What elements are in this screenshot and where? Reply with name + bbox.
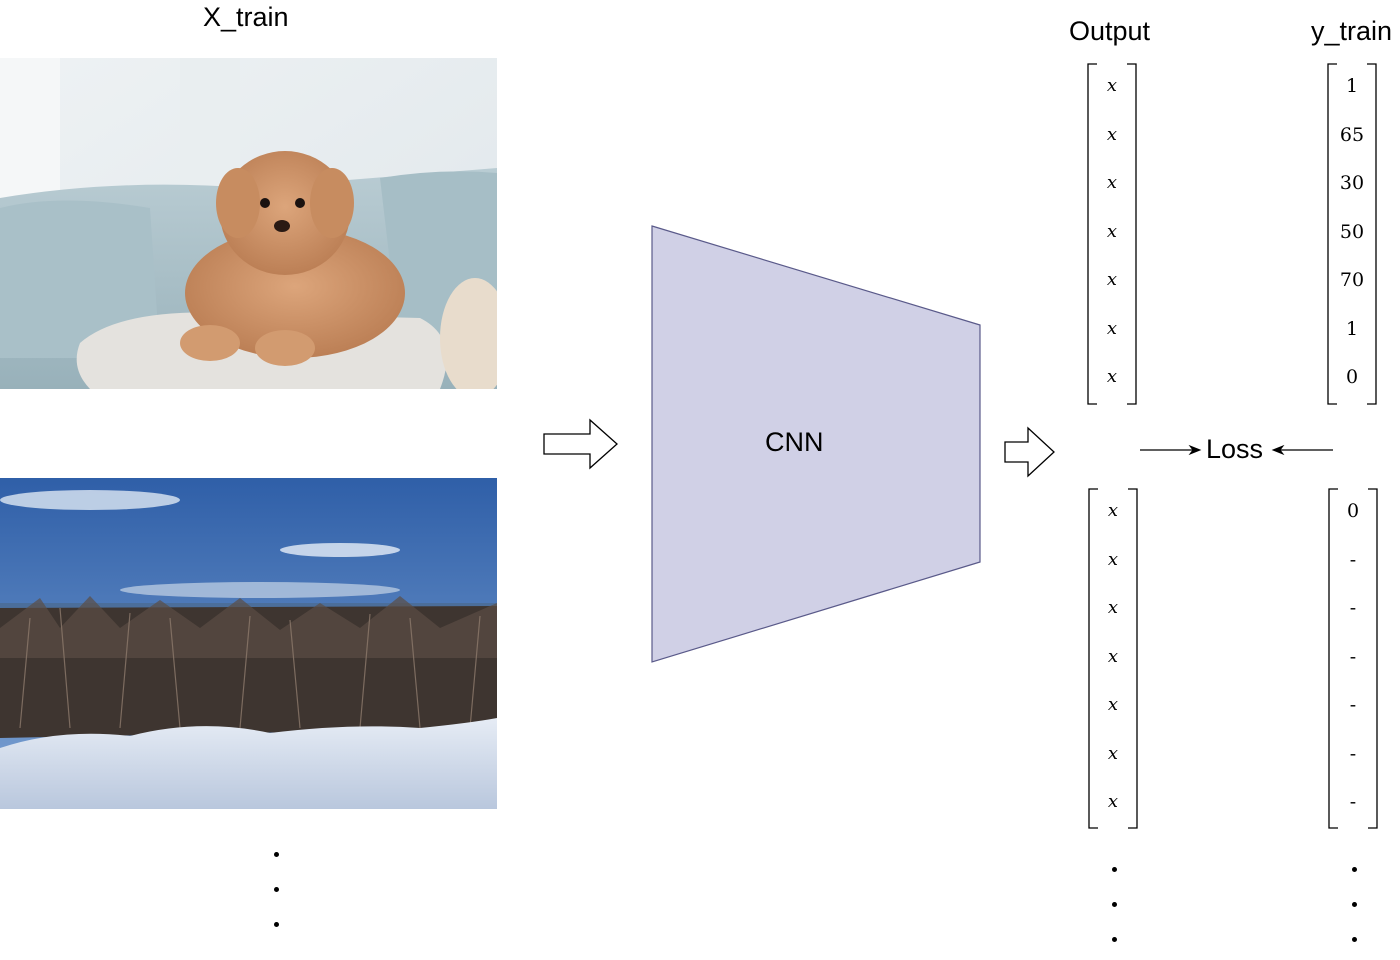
target-vector-1-entry: 0	[1345, 366, 1359, 388]
output-vector-1-bracket-right	[1127, 63, 1137, 405]
target-vector-2-entry: -	[1349, 645, 1357, 668]
cnn-block	[651, 225, 981, 663]
output-vector-2-bracket-right	[1128, 488, 1138, 829]
loss-label: Loss	[1206, 434, 1264, 464]
target-vector-2-entry: 0	[1346, 500, 1360, 522]
output-vector-1-entry: x	[1106, 172, 1118, 193]
snowy-forest-landscape-photo	[0, 478, 497, 809]
output-vector-1-entry: x	[1106, 317, 1118, 339]
target-vector-1-entry: 30	[1339, 172, 1365, 194]
x-train-continuation-dot	[274, 922, 279, 927]
target-vector-2-entry: -	[1349, 694, 1357, 716]
output-vector-2-entry: x	[1107, 500, 1119, 521]
target-vector-2-bracket-left	[1328, 488, 1338, 829]
output-vector-1-entry: x	[1106, 123, 1118, 145]
output-arrow-icon	[1004, 426, 1055, 478]
x-train-title: X_train	[203, 2, 289, 32]
target-vector-1-bracket-right	[1367, 63, 1377, 405]
target-vector-1-entry: 70	[1339, 269, 1365, 291]
output-vector-2-entry: x	[1107, 791, 1119, 812]
output-vector-2-entry: x	[1107, 548, 1119, 570]
output-vector-1-entry: x	[1106, 220, 1118, 242]
y-train-title: y_train	[1311, 16, 1393, 46]
output-continuation-dot	[1112, 867, 1117, 872]
poodle-on-sofa-photo	[0, 58, 497, 389]
loss-arrow-left-icon	[1140, 444, 1202, 456]
input-arrow-icon	[543, 418, 618, 470]
y-train-continuation-dot	[1352, 937, 1357, 942]
output-vector-1-entry: x	[1106, 366, 1118, 387]
output-continuation-dot	[1112, 937, 1117, 942]
output-vector-2-entry: x	[1107, 597, 1119, 618]
target-vector-2-entry: -	[1349, 597, 1357, 619]
target-vector-1-bracket-left	[1327, 63, 1337, 405]
loss-arrow-right-icon	[1271, 444, 1333, 456]
output-vector-2-bracket-left	[1088, 488, 1098, 829]
target-vector-2-entry: -	[1349, 548, 1357, 571]
target-vector-2-bracket-right	[1368, 488, 1378, 829]
y-train-continuation-dot	[1352, 867, 1357, 872]
target-vector-1-entry: 1	[1345, 317, 1359, 340]
output-vector-2-entry: x	[1107, 742, 1119, 764]
output-vector-1-entry: x	[1106, 269, 1118, 290]
output-vector-1-bracket-left	[1087, 63, 1097, 405]
x-train-continuation-dot	[274, 887, 279, 892]
y-train-continuation-dot	[1352, 902, 1357, 907]
output-vector-1-entry: x	[1106, 75, 1118, 96]
target-vector-1-entry: 65	[1339, 123, 1365, 146]
target-vector-1-entry: 50	[1339, 220, 1365, 243]
target-vector-2-entry: -	[1349, 742, 1357, 765]
output-vector-2-entry: x	[1107, 694, 1119, 715]
x-train-continuation-dot	[274, 852, 279, 857]
output-title: Output	[1069, 16, 1151, 46]
output-continuation-dot	[1112, 902, 1117, 907]
target-vector-2-entry: -	[1349, 791, 1357, 813]
output-vector-2-entry: x	[1107, 645, 1119, 667]
cnn-label: CNN	[765, 427, 824, 457]
target-vector-1-entry: 1	[1345, 75, 1359, 97]
